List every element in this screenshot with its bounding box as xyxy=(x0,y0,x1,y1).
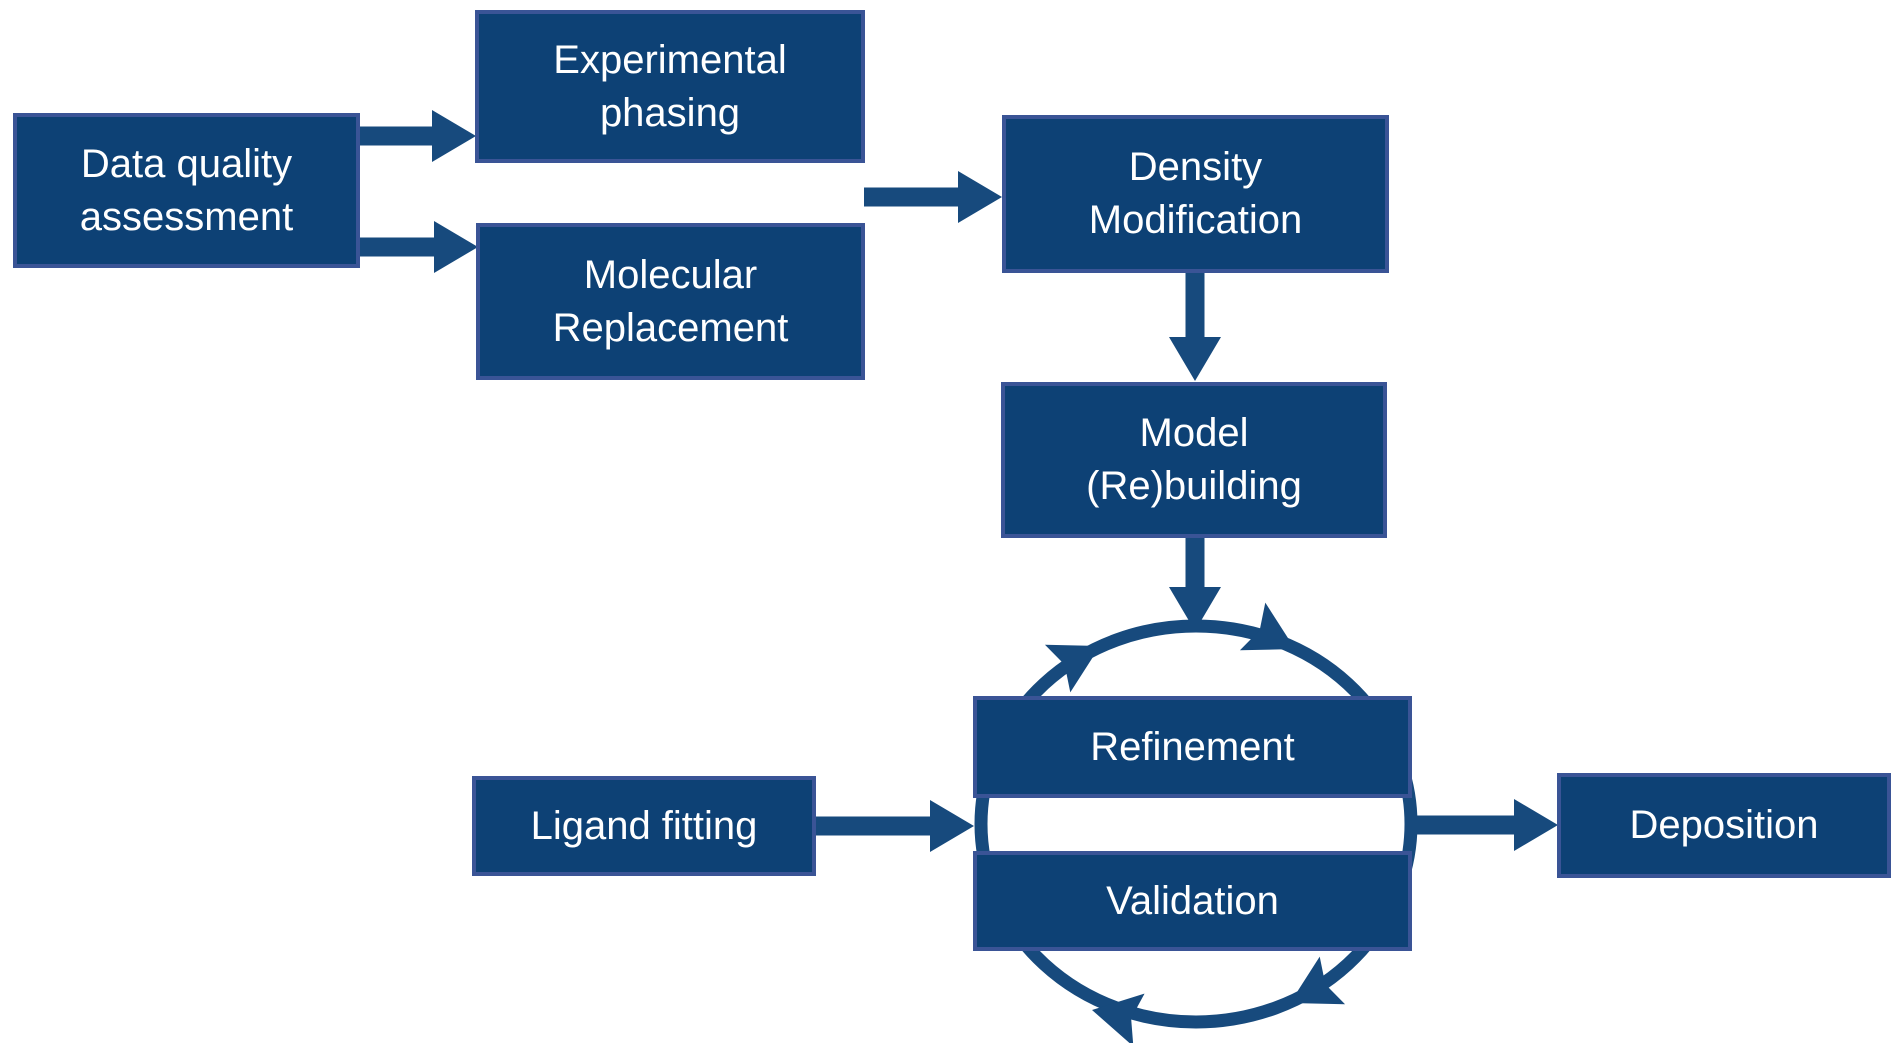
node-label-line: Refinement xyxy=(1090,724,1295,769)
arrow-dm-to-model-rebuilding xyxy=(1169,271,1221,381)
node-validation: Validation xyxy=(973,851,1412,951)
node-data-quality-assessment: Data quality assessment xyxy=(13,113,360,268)
cycle-ring xyxy=(974,619,1418,1029)
node-label-line: Molecular xyxy=(583,252,758,297)
node-refinement: Refinement xyxy=(973,696,1412,798)
arrow-to-density-modification xyxy=(864,171,1002,223)
arrow-ligand-to-cycle xyxy=(816,800,974,852)
node-density-modification: Density Modification xyxy=(1002,115,1389,273)
node-label-line: Modification xyxy=(1088,198,1303,242)
arrow-dq-to-experimental-phasing xyxy=(360,110,476,162)
node-label-line: phasing xyxy=(599,90,741,135)
node-label-line: Deposition xyxy=(1629,803,1819,848)
node-model-rebuilding: Model (Re)building xyxy=(1001,382,1387,538)
node-label-line: Replacement xyxy=(552,305,789,350)
node-molecular-replacement: Molecular Replacement xyxy=(476,223,865,380)
node-label-line: Experimental xyxy=(553,37,787,82)
node-label-line: assessment xyxy=(79,194,294,239)
node-ligand-fitting: Ligand fitting xyxy=(472,776,816,876)
node-label-line: (Re)building xyxy=(1086,464,1302,508)
arrow-dq-to-molecular-replacement xyxy=(360,221,478,273)
node-deposition: Deposition xyxy=(1557,773,1891,878)
cycle-arrowhead-top-right-icon xyxy=(1239,602,1295,651)
arrow-model-to-cycle xyxy=(1169,536,1221,631)
node-label-line: Ligand fitting xyxy=(530,803,758,848)
cycle-arrowhead-bottom-left-icon xyxy=(1092,993,1145,1043)
node-label-line: Validation xyxy=(1106,878,1279,923)
cycle-arrowhead-top-left-icon xyxy=(1044,644,1100,693)
node-label-line: Data quality xyxy=(80,141,293,186)
cycle-arrowhead-bottom-right-icon xyxy=(1290,956,1346,1005)
node-label-line: Density xyxy=(1128,145,1263,190)
arrow-cycle-to-deposition xyxy=(1411,799,1558,851)
node-experimental-phasing: Experimental phasing xyxy=(475,10,865,163)
node-label-line: Model xyxy=(1139,411,1249,456)
